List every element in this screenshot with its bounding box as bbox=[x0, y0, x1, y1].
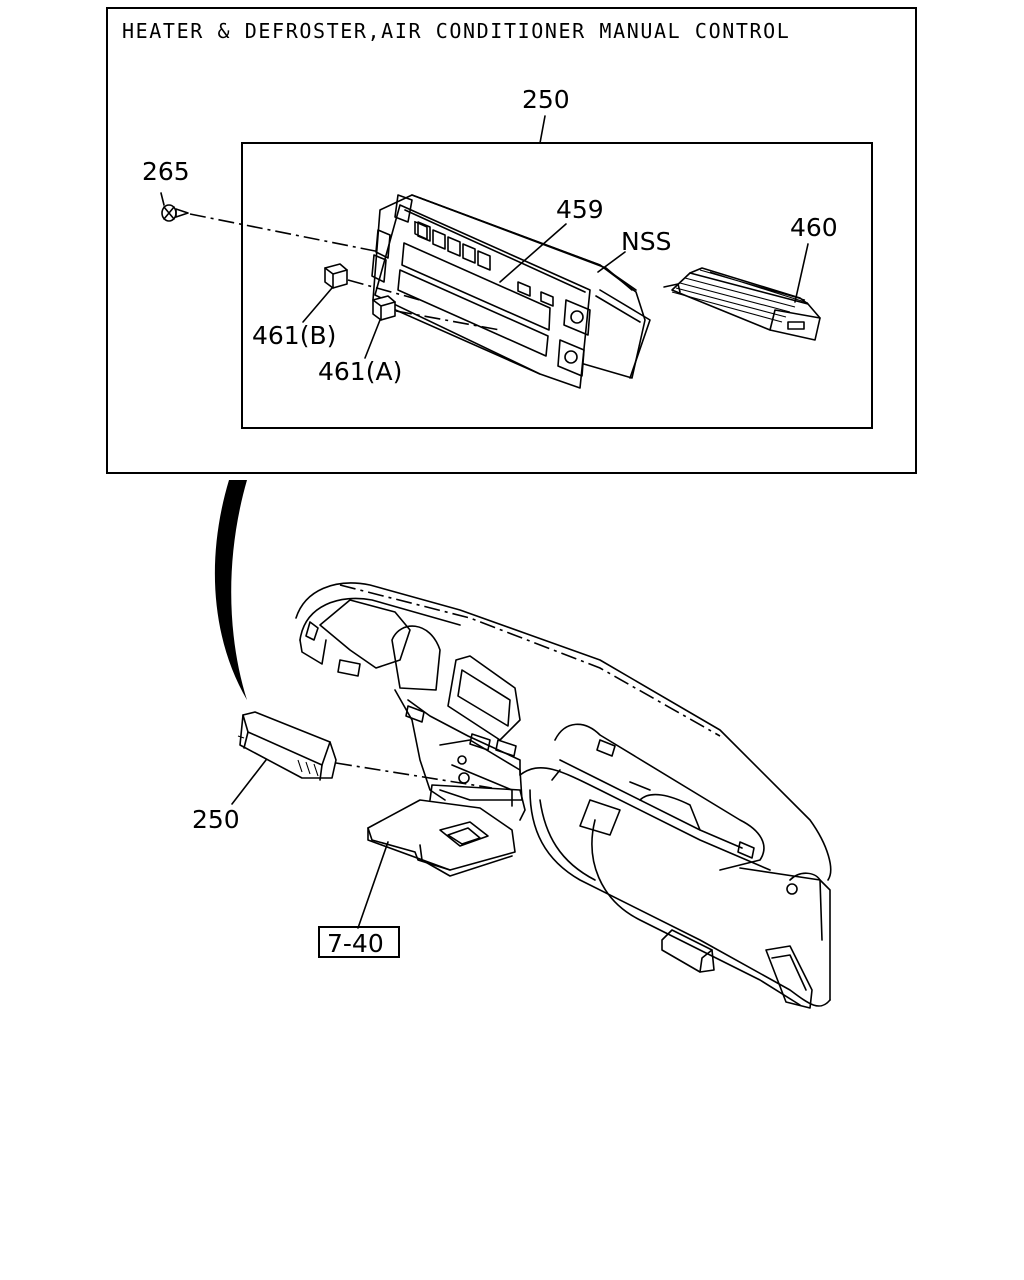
leader-461a bbox=[364, 319, 381, 359]
label-ref-7-40: 7-40 bbox=[327, 929, 384, 958]
assembly-leader-line bbox=[539, 115, 546, 144]
label-459: 459 bbox=[556, 195, 604, 224]
label-265: 265 bbox=[142, 157, 190, 186]
knob-a-axis-line bbox=[395, 310, 501, 331]
label-460: 460 bbox=[790, 213, 838, 242]
knob-461a bbox=[372, 295, 396, 321]
detail-frame bbox=[106, 7, 917, 474]
leader-nss bbox=[597, 251, 626, 273]
detail-connector-arc bbox=[214, 480, 247, 700]
leader-459 bbox=[499, 223, 567, 283]
label-461b: 461(B) bbox=[252, 321, 336, 350]
label-250-top: 250 bbox=[522, 85, 570, 114]
assembly-box bbox=[241, 142, 873, 429]
leader-250-bottom bbox=[231, 759, 267, 805]
unit-axis-line bbox=[335, 762, 493, 789]
diagram-title: HEATER & DEFROSTER,AIR CONDITIONER MANUA… bbox=[122, 19, 790, 43]
leader-460 bbox=[794, 243, 809, 303]
knob-461b bbox=[324, 263, 348, 289]
module-460 bbox=[663, 267, 821, 341]
leader-461b bbox=[302, 287, 333, 323]
ref-box bbox=[318, 926, 400, 958]
label-250-bottom: 250 bbox=[192, 805, 240, 834]
control-unit-250-lower bbox=[237, 711, 337, 781]
screw-axis-line bbox=[189, 213, 381, 253]
leader-ref bbox=[357, 841, 389, 929]
label-461a: 461(A) bbox=[318, 357, 402, 386]
screw-265 bbox=[160, 192, 189, 222]
control-panel-459 bbox=[371, 194, 651, 389]
label-nss: NSS bbox=[621, 227, 671, 256]
knob-b-axis-line bbox=[347, 279, 421, 301]
instrument-panel bbox=[295, 582, 832, 1009]
